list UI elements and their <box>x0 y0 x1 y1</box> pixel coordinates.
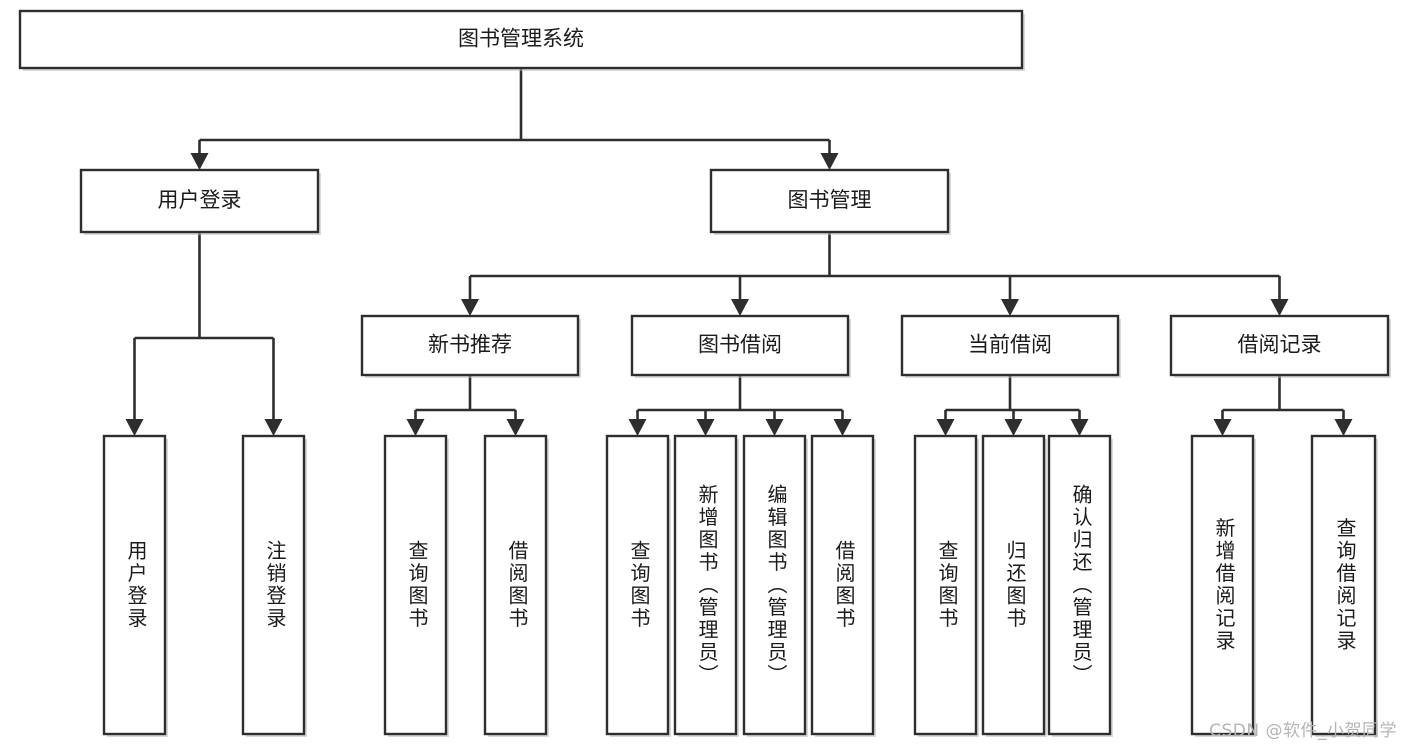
arrow-head-icon <box>406 419 425 436</box>
node-leaf-confirm-return[interactable]: 确认归还（管理员） <box>1047 434 1113 737</box>
node-book-borrow[interactable]: 图书借阅 <box>630 314 851 378</box>
arrow-head-icon <box>1334 419 1353 436</box>
arrow-head-icon <box>1213 419 1232 436</box>
node-label: 查询图书 <box>405 540 429 630</box>
node-label: 注销登录 <box>263 540 287 630</box>
arrow-head-icon <box>506 419 525 436</box>
node-root[interactable]: 图书管理系统 <box>18 9 1025 71</box>
node-label: 新增借阅记录 <box>1212 517 1236 652</box>
node-label: 编辑图书（管理员） <box>764 483 788 686</box>
node-leaf-return-book[interactable]: 归还图书 <box>981 434 1047 737</box>
node-label: 借阅记录 <box>1238 333 1322 357</box>
node-label: 图书管理 <box>788 188 872 212</box>
node-leaf-query-book-2[interactable]: 查询图书 <box>605 434 671 737</box>
arrow-head-icon <box>1004 419 1023 436</box>
arrow-head-icon <box>731 299 749 316</box>
node-label: 当前借阅 <box>968 333 1052 357</box>
arrow-head-icon <box>190 153 209 170</box>
node-leaf-query-record[interactable]: 查询借阅记录 <box>1310 434 1378 737</box>
node-borrow-record[interactable]: 借阅记录 <box>1169 314 1391 378</box>
node-leaf-borrow-book-1[interactable]: 借阅图书 <box>483 434 549 737</box>
node-label: 新增图书（管理员） <box>695 483 719 686</box>
arrow-head-icon <box>765 419 784 436</box>
node-label: 确认归还（管理员） <box>1069 483 1093 686</box>
node-leaf-user-login[interactable]: 用户登录 <box>102 434 168 737</box>
arrow-head-icon <box>1001 299 1019 316</box>
node-user-login[interactable]: 用户登录 <box>79 168 321 235</box>
node-leaf-add-record[interactable]: 新增借阅记录 <box>1190 434 1256 737</box>
node-label: 查询借阅记录 <box>1333 517 1357 652</box>
connector-layer <box>125 68 1353 436</box>
node-new-book-recommend[interactable]: 新书推荐 <box>360 314 581 378</box>
arrow-head-icon <box>820 153 839 170</box>
node-label: 用户登录 <box>124 540 148 630</box>
arrow-head-icon <box>628 419 647 436</box>
arrow-head-icon <box>1070 419 1089 436</box>
node-leaf-add-book[interactable]: 新增图书（管理员） <box>673 434 739 737</box>
node-label: 查询图书 <box>627 540 651 630</box>
node-layer: 图书管理系统用户登录图书管理新书推荐图书借阅当前借阅借阅记录用户登录注销登录查询… <box>18 9 1391 737</box>
arrow-head-icon <box>264 419 283 436</box>
arrow-head-icon <box>125 419 144 436</box>
node-leaf-edit-book[interactable]: 编辑图书（管理员） <box>742 434 808 737</box>
node-label: 图书借阅 <box>698 333 782 357</box>
node-label: 借阅图书 <box>832 540 856 630</box>
node-label: 归还图书 <box>1003 540 1027 630</box>
watermark-label: CSDN @软件_小贺同学 <box>1209 721 1397 741</box>
node-book-manage[interactable]: 图书管理 <box>709 168 951 235</box>
node-leaf-logout[interactable]: 注销登录 <box>241 434 307 737</box>
node-label: 查询图书 <box>935 540 959 630</box>
node-label: 新书推荐 <box>428 333 512 357</box>
arrow-head-icon <box>1270 299 1289 316</box>
node-leaf-query-book-1[interactable]: 查询图书 <box>383 434 449 737</box>
node-leaf-borrow-book-2[interactable]: 借阅图书 <box>810 434 876 737</box>
node-label: 用户登录 <box>158 188 242 212</box>
arrow-head-icon <box>936 419 955 436</box>
node-leaf-query-book-3[interactable]: 查询图书 <box>913 434 979 737</box>
node-label: 借阅图书 <box>505 540 529 630</box>
node-current-borrow[interactable]: 当前借阅 <box>900 314 1121 378</box>
arrow-head-icon <box>833 419 852 436</box>
arrow-head-icon <box>461 299 479 316</box>
node-label: 图书管理系统 <box>458 27 584 51</box>
arrow-head-icon <box>696 419 715 436</box>
